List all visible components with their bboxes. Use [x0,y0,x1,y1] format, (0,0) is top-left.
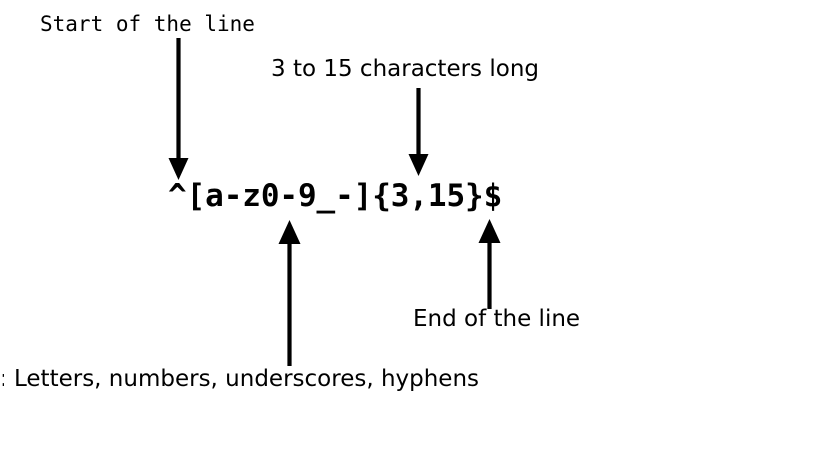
arrow-down-start-of-line [168,38,189,180]
arrow-up-character-class [278,220,301,366]
annotation-label-start-of-line: Start of the line [40,12,255,36]
arrow-down-length [408,88,429,176]
arrow-up-end-of-line [478,219,501,309]
annotation-label-length: 3 to 15 characters long [271,56,539,82]
annotation-label-character-class: Letters, numbers, underscores, hyphens [14,366,480,392]
annotation-label-end-of-line: End of the line [413,306,581,332]
regex-pattern-text: ^[a-z0-9_-]{3,15}$ [168,178,503,214]
clipped-left-glyph-fragment: : [0,368,4,394]
